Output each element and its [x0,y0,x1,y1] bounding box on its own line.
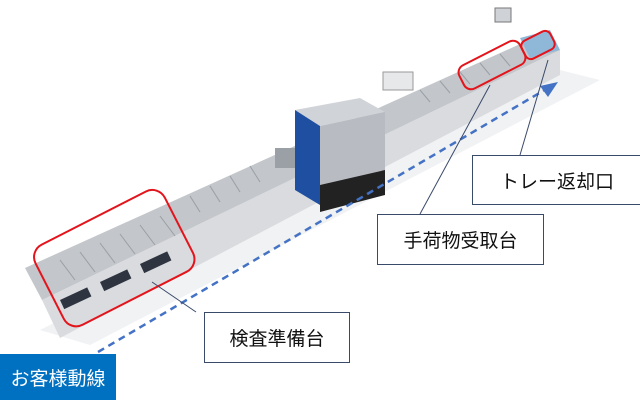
inspection-prep-highlight [33,188,196,328]
rollers [59,53,511,281]
leader-line [151,281,197,313]
tray-return-highlight [520,29,556,61]
xray-scanner [275,98,385,212]
arrow-head-icon [540,82,558,97]
customer-flow-label: お客様動線 [0,354,116,400]
inspection-prep-label: 検査準備台 [204,312,350,363]
leader-line [419,84,491,215]
tray-slot [139,251,172,274]
customer-flow-arrow [97,86,549,354]
tray-slot [100,269,132,292]
operator-monitor [494,7,512,23]
conveyor-body-side [42,50,560,338]
baggage-pickup-label: 手荷物受取台 [377,214,544,265]
divider-panel [382,71,414,91]
tray-return-label: トレー返却口 [472,155,640,205]
tray-slot [59,287,92,310]
leader-line [519,59,549,156]
